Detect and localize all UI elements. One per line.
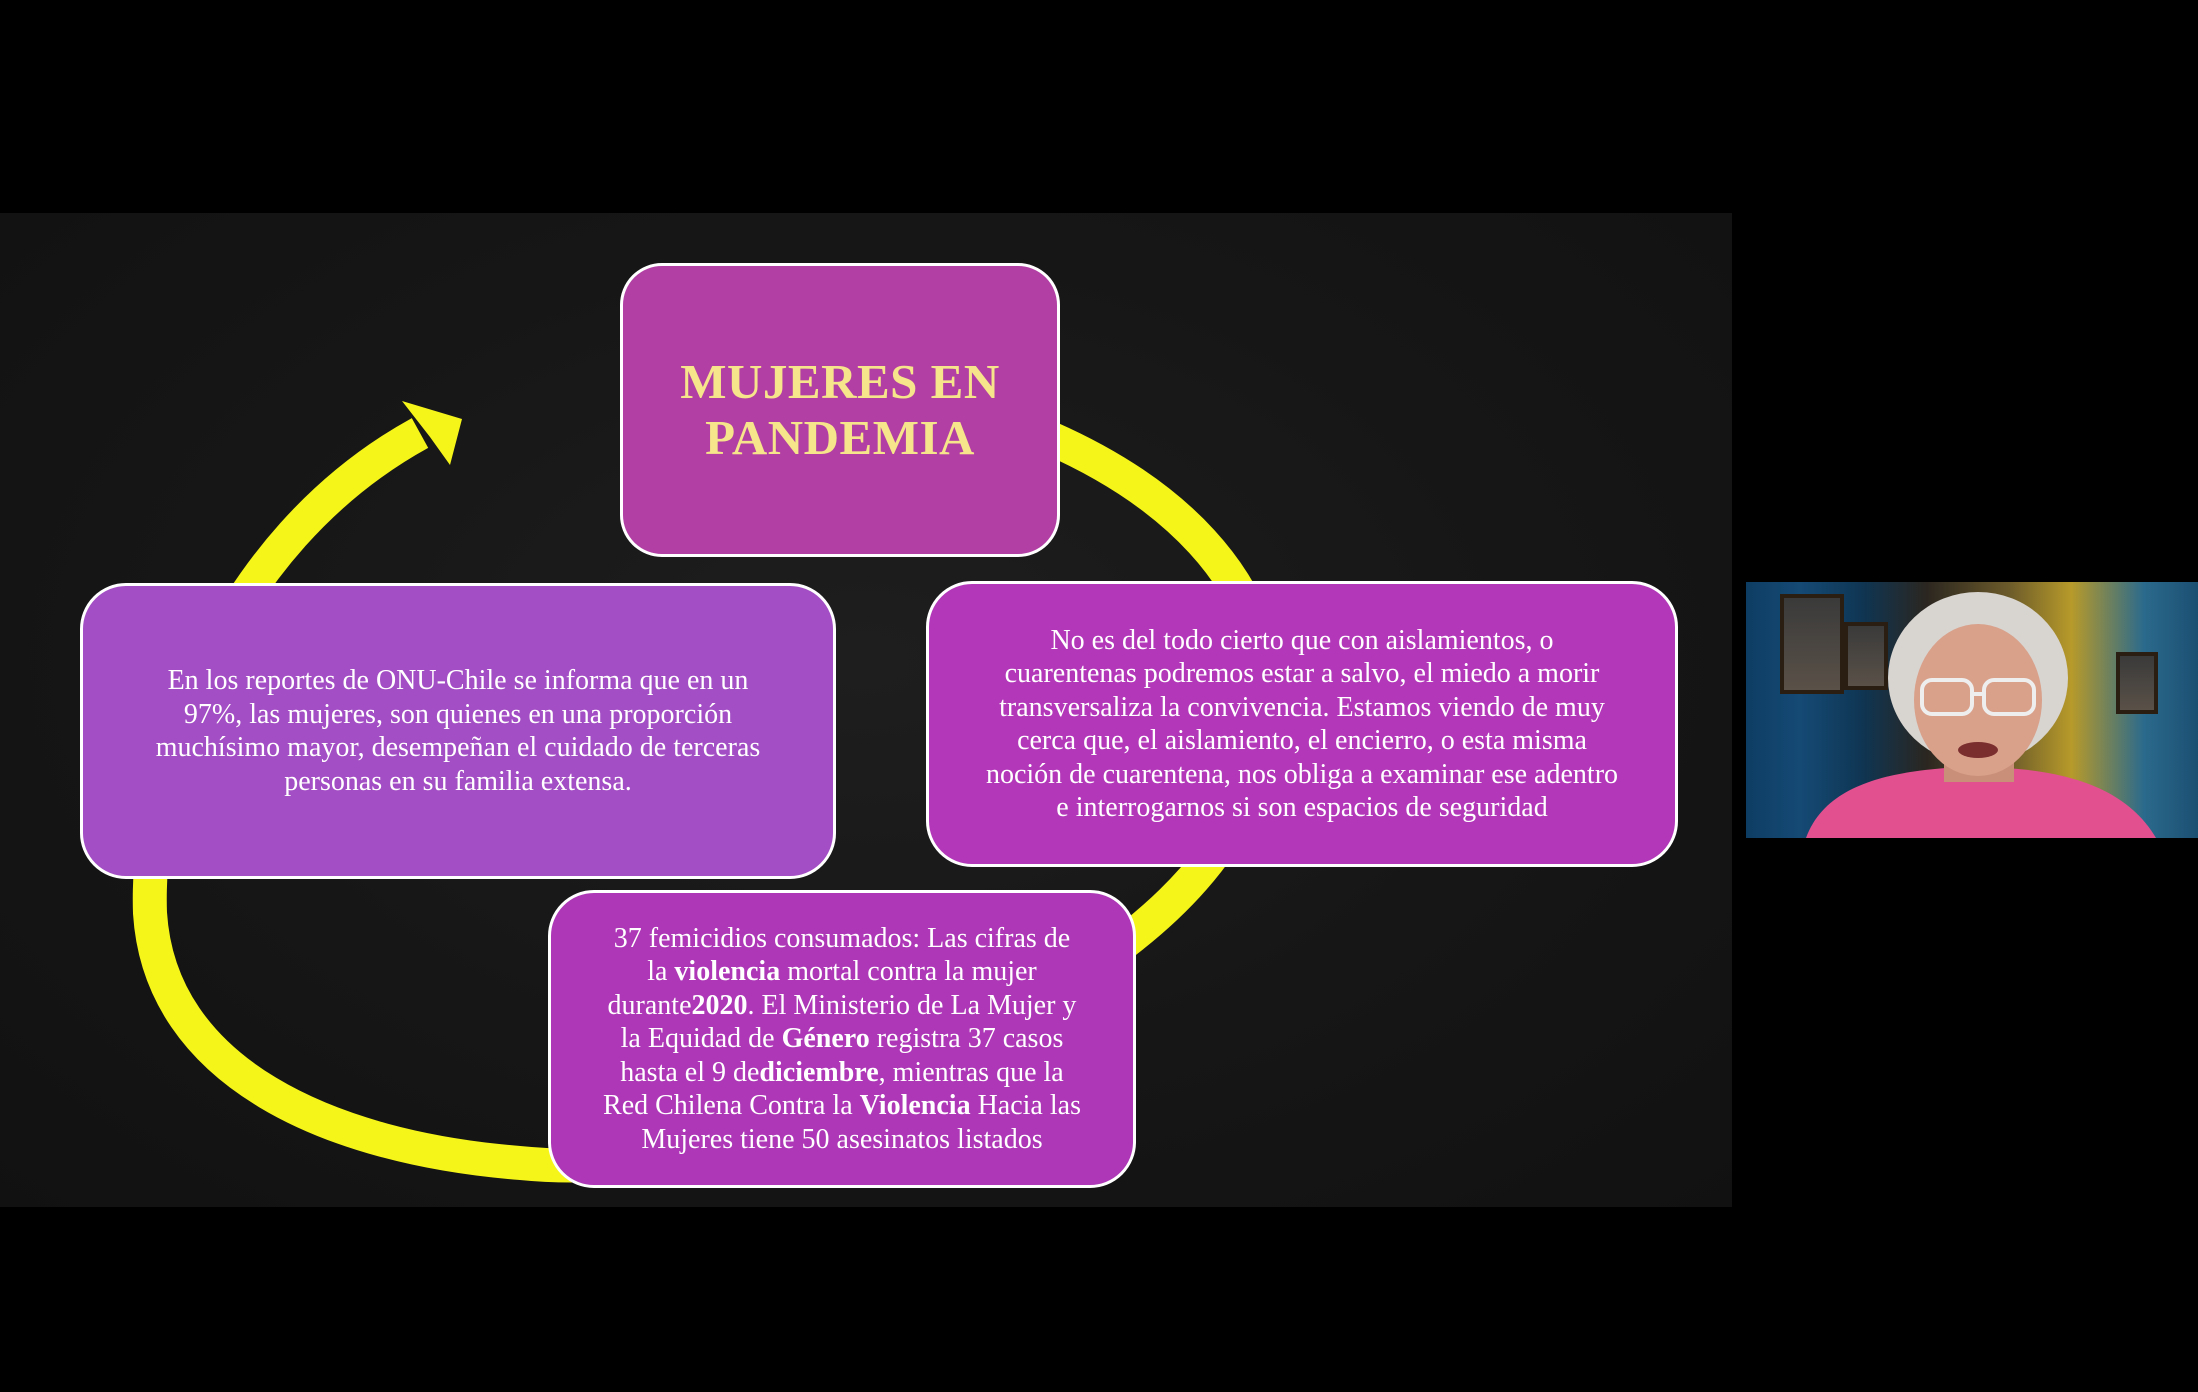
text-line: hasta el 9 dediciembre, mientras que la — [603, 1056, 1081, 1090]
text-line: transversaliza la convivencia. Estamos v… — [999, 691, 1605, 723]
text-run: la — [647, 956, 675, 988]
text-line: cuarentenas podremos estar a salvo, el m… — [1004, 658, 1600, 689]
bold-run: Género — [781, 1023, 870, 1055]
wall-picture — [1780, 594, 1844, 694]
femicidios-text: 37 femicidios consumados: Las cifras de … — [603, 922, 1081, 1157]
text-line: durante2020. El Ministerio de La Mujer y — [603, 989, 1081, 1023]
bold-run: 2020 — [691, 989, 748, 1021]
text-line: No es del todo cierto que con aislamient… — [1050, 624, 1554, 656]
text-run: mortal contra la mujer — [780, 956, 1037, 988]
text-run: . El Ministerio de La Mujer y — [747, 989, 1077, 1021]
shared-slide: MUJERES EN PANDEMIA En los reportes de O… — [0, 213, 1732, 1207]
text-line: cerca que, el aislamiento, el encierro, … — [1017, 725, 1587, 756]
text-line: 97%, las mujeres, son quienes en una pro… — [183, 698, 733, 730]
cycle-arrowhead — [402, 401, 462, 465]
text-run: hasta el 9 de — [620, 1056, 760, 1088]
text-run: , mientras que la — [878, 1056, 1064, 1088]
cuarentena-text: No es del todo cierto que con aislamient… — [986, 624, 1618, 825]
text-line: 37 femicidios consumados: Las cifras de — [613, 922, 1071, 954]
text-line: noción de cuarentena, nos obliga a exami… — [985, 758, 1619, 790]
bold-run: violencia — [674, 956, 781, 988]
onu-chile-text: En los reportes de ONU-Chile se informa … — [156, 664, 761, 798]
cuarentena-box: No es del todo cierto que con aislamient… — [926, 581, 1678, 867]
slide-title: MUJERES EN PANDEMIA — [680, 354, 999, 466]
bold-run: Violencia — [859, 1090, 971, 1122]
text-run: registra 37 casos — [869, 1023, 1064, 1055]
text-line: personas en su familia extensa. — [284, 765, 632, 797]
text-line: e interrogarnos si son espacios de segur… — [1056, 792, 1548, 823]
text-line: Red Chilena Contra la Violencia Hacia la… — [603, 1089, 1081, 1123]
femicidios-box: 37 femicidios consumados: Las cifras de … — [548, 890, 1136, 1188]
text-run: Hacia las — [970, 1090, 1081, 1122]
participant-video-icon — [1806, 592, 2156, 838]
text-line: muchísimo mayor, desempeñan el cuidado d… — [155, 732, 761, 763]
wall-picture — [1844, 622, 1888, 690]
text-run: durante — [607, 989, 692, 1021]
text-line: En los reportes de ONU-Chile se informa … — [167, 665, 749, 696]
bold-run: diciembre — [759, 1056, 879, 1088]
text-run: Red Chilena Contra la — [603, 1090, 860, 1122]
text-line: la violencia mortal contra la mujer — [603, 955, 1081, 989]
wall-picture — [2116, 652, 2158, 714]
participant-video-tile[interactable] — [1746, 582, 2198, 838]
text-line: Mujeres tiene 50 asesinatos listados — [641, 1123, 1043, 1155]
text-line: la Equidad de Género registra 37 casos — [603, 1022, 1081, 1056]
title-line: MUJERES EN — [680, 354, 1000, 409]
title-box: MUJERES EN PANDEMIA — [620, 263, 1060, 557]
text-run: la Equidad de — [620, 1023, 782, 1055]
title-line: PANDEMIA — [705, 410, 975, 465]
onu-chile-box: En los reportes de ONU-Chile se informa … — [80, 583, 836, 879]
